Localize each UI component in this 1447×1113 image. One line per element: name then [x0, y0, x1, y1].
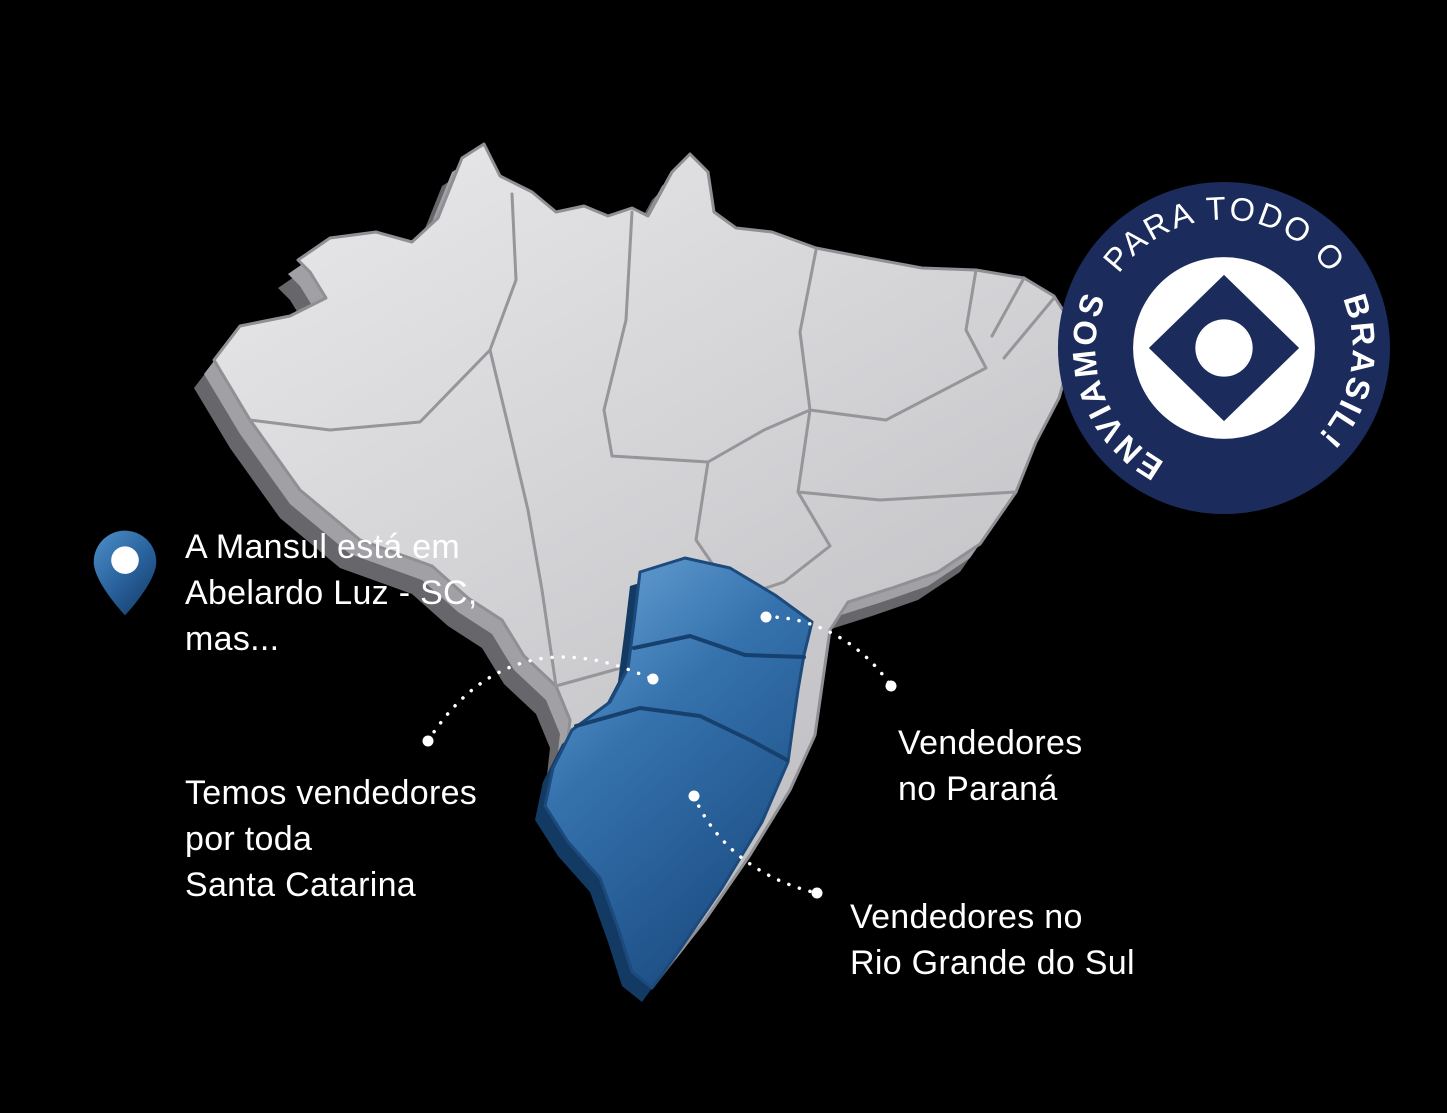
label-line: Santa Catarina — [185, 866, 417, 905]
label-line: por toda — [185, 820, 313, 859]
location-pin-icon — [93, 530, 157, 616]
label-line: Abelardo Luz - SC, — [185, 574, 478, 613]
label-line: no Paraná — [898, 770, 1058, 809]
shipping-badge: ENVIAMOS PARA TODO O BRASIL! — [1057, 181, 1391, 515]
label-line: mas... — [185, 620, 280, 659]
label-line: Rio Grande do Sul — [850, 944, 1135, 983]
label-rio-grande-do-sul: Vendedores no Rio Grande do Sul — [850, 894, 1135, 986]
badge-diamond-center — [1195, 319, 1253, 377]
label-line: Vendedores no — [850, 898, 1083, 936]
label-line: A Mansul está em — [185, 528, 461, 566]
label-santa-catarina: Temos vendedores por toda Santa Catarina — [185, 770, 477, 909]
pin-hole — [111, 546, 139, 574]
label-parana: Vendedores no Paraná — [898, 720, 1083, 812]
label-headquarters: A Mansul está em Abelardo Luz - SC, mas.… — [185, 524, 478, 663]
label-line: Vendedores — [898, 724, 1083, 762]
brazil-map — [194, 142, 1075, 1002]
map-country-surface — [212, 142, 1075, 960]
label-line: Temos vendedores — [185, 774, 478, 812]
